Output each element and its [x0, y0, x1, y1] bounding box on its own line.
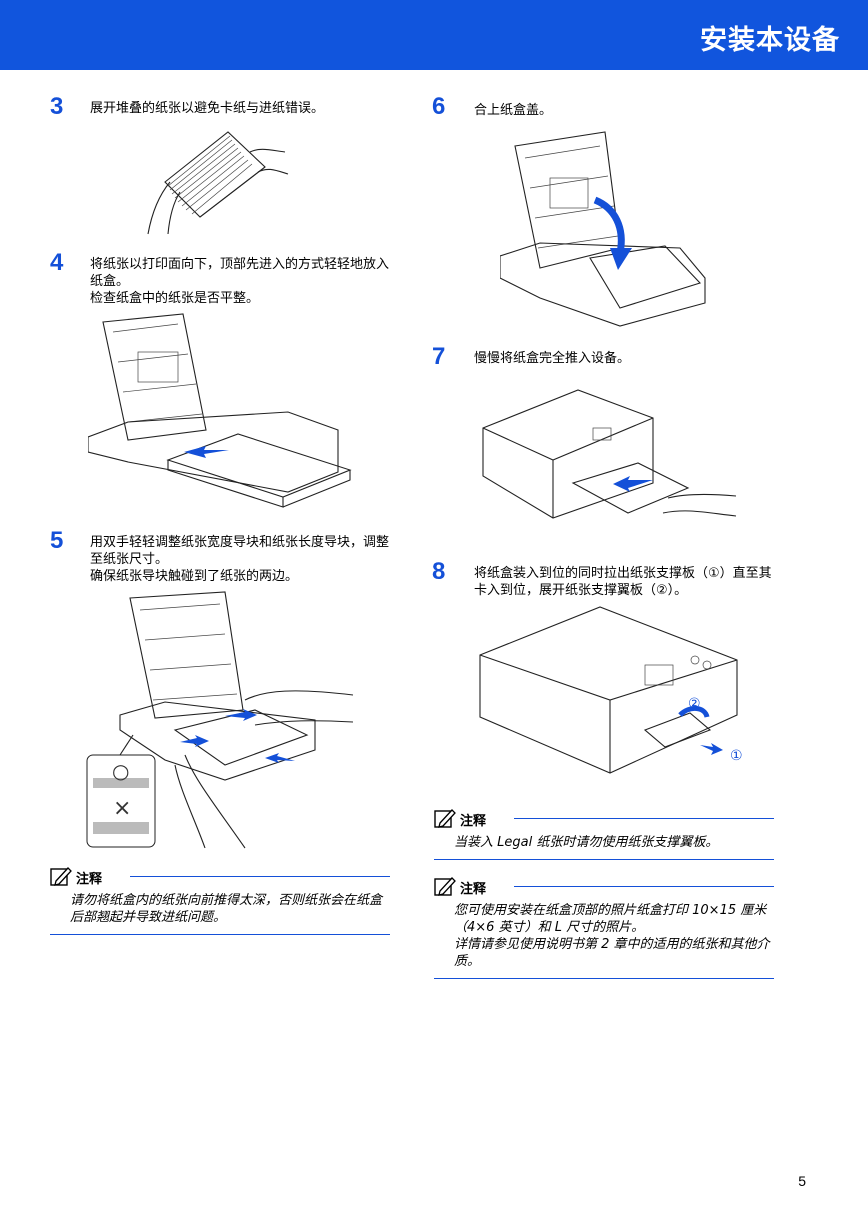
correct-mark: ○: [112, 759, 130, 783]
close-tray-cover-illustration: [500, 131, 706, 327]
fan-paper-illustration: [147, 131, 289, 235]
step-8-text: 将纸盒装入到位的同时拉出纸张支撑板（①）直至其卡入到位，展开纸张支撑翼板（②）。: [474, 565, 774, 599]
note-2-line-1: 当装入 Legal 纸张时请勿使用纸张支撑翼板。: [454, 835, 719, 850]
insert-tray-illustration: [482, 389, 737, 519]
callout-2: ②: [688, 696, 701, 712]
note-3-line-2: 详情请参见使用说明书第 2 章中的适用的纸张和其他介质。: [454, 937, 770, 969]
step-8-line-1: 将纸盒装入到位的同时拉出纸张支撑板（①）直至其卡入到位，展开纸张支撑翼板（②）。: [474, 566, 772, 598]
step-4-line-2: 检查纸盒中的纸张是否平整。: [90, 291, 260, 306]
callout-1: ①: [730, 748, 743, 764]
note-2: 注释 当装入 Legal 纸张时请勿使用纸张支撑翼板。: [434, 808, 774, 860]
step-5-line-2: 确保纸张导块触碰到了纸张的两边。: [90, 569, 299, 584]
adjust-guides-illustration: [86, 591, 354, 849]
note-3-bottom-rule: [434, 978, 774, 979]
step-4-line-1: 将纸张以打印面向下，顶部先进入的方式轻轻地放入纸盒。: [90, 257, 390, 289]
step-3-text: 展开堆叠的纸张以避免卡纸与进纸错误。: [90, 100, 400, 117]
note-2-header: 注释: [434, 808, 774, 830]
note-1-line-1: 请勿将纸盒内的纸张向前推得太深，否则纸张会在纸盒后部翘起并导致进纸问题。: [70, 893, 383, 925]
page-number: 5: [798, 1173, 806, 1189]
step-3-line-1: 展开堆叠的纸张以避免卡纸与进纸错误。: [90, 101, 325, 116]
note-pencil-icon: [50, 867, 72, 886]
note-2-label: 注释: [460, 814, 487, 829]
note-3-header: 注释: [434, 876, 774, 898]
note-1-label: 注释: [76, 872, 103, 887]
note-pencil-icon: [434, 809, 456, 828]
note-1-body: 请勿将纸盒内的纸张向前推得太深，否则纸张会在纸盒后部翘起并导致进纸问题。: [50, 892, 390, 926]
page-header: 安装本设备: [0, 0, 868, 70]
note-3-top-rule: [514, 886, 774, 887]
step-7-text: 慢慢将纸盒完全推入设备。: [474, 350, 784, 367]
note-1-header: 注释: [50, 866, 390, 888]
note-1-top-rule: [130, 876, 390, 877]
step-7-number: 7: [432, 343, 446, 370]
step-8-number: 8: [432, 558, 446, 585]
note-3-body: 您可使用安装在纸盒顶部的照片纸盒打印 10×15 厘米 （4×6 英寸）和 L …: [434, 902, 774, 970]
pull-paper-support-illustration: [479, 606, 738, 774]
header-title: 安装本设备: [700, 25, 840, 56]
step-6-number: 6: [432, 93, 446, 120]
note-3-label: 注释: [460, 882, 487, 897]
step-6-text: 合上纸盒盖。: [474, 102, 784, 119]
step-5-number: 5: [50, 527, 64, 554]
tray-load-paper-illustration: [88, 313, 352, 508]
step-4-number: 4: [50, 249, 64, 276]
incorrect-mark: ×: [113, 796, 132, 821]
note-2-body: 当装入 Legal 纸张时请勿使用纸张支撑翼板。: [434, 834, 774, 851]
note-3-line-1: 您可使用安装在纸盒顶部的照片纸盒打印 10×15 厘米 （4×6 英寸）和 L …: [454, 903, 767, 935]
step-7-line-1: 慢慢将纸盒完全推入设备。: [474, 351, 631, 366]
note-1-bottom-rule: [50, 934, 390, 935]
step-4-text: 将纸张以打印面向下，顶部先进入的方式轻轻地放入纸盒。 检查纸盒中的纸张是否平整。: [90, 256, 392, 307]
step-5-line-1: 用双手轻轻调整纸张宽度导块和纸张长度导块，调整至纸张尺寸。: [90, 535, 390, 567]
note-2-bottom-rule: [434, 859, 774, 860]
note-2-top-rule: [514, 818, 774, 819]
step-6-line-1: 合上纸盒盖。: [474, 103, 553, 118]
note-1: 注释 请勿将纸盒内的纸张向前推得太深，否则纸张会在纸盒后部翘起并导致进纸问题。: [50, 866, 390, 935]
step-3-number: 3: [50, 93, 64, 120]
note-pencil-icon: [434, 877, 456, 896]
step-5-text: 用双手轻轻调整纸张宽度导块和纸张长度导块，调整至纸张尺寸。 确保纸张导块触碰到了…: [90, 534, 392, 585]
note-3: 注释 您可使用安装在纸盒顶部的照片纸盒打印 10×15 厘米 （4×6 英寸）和…: [434, 876, 774, 979]
